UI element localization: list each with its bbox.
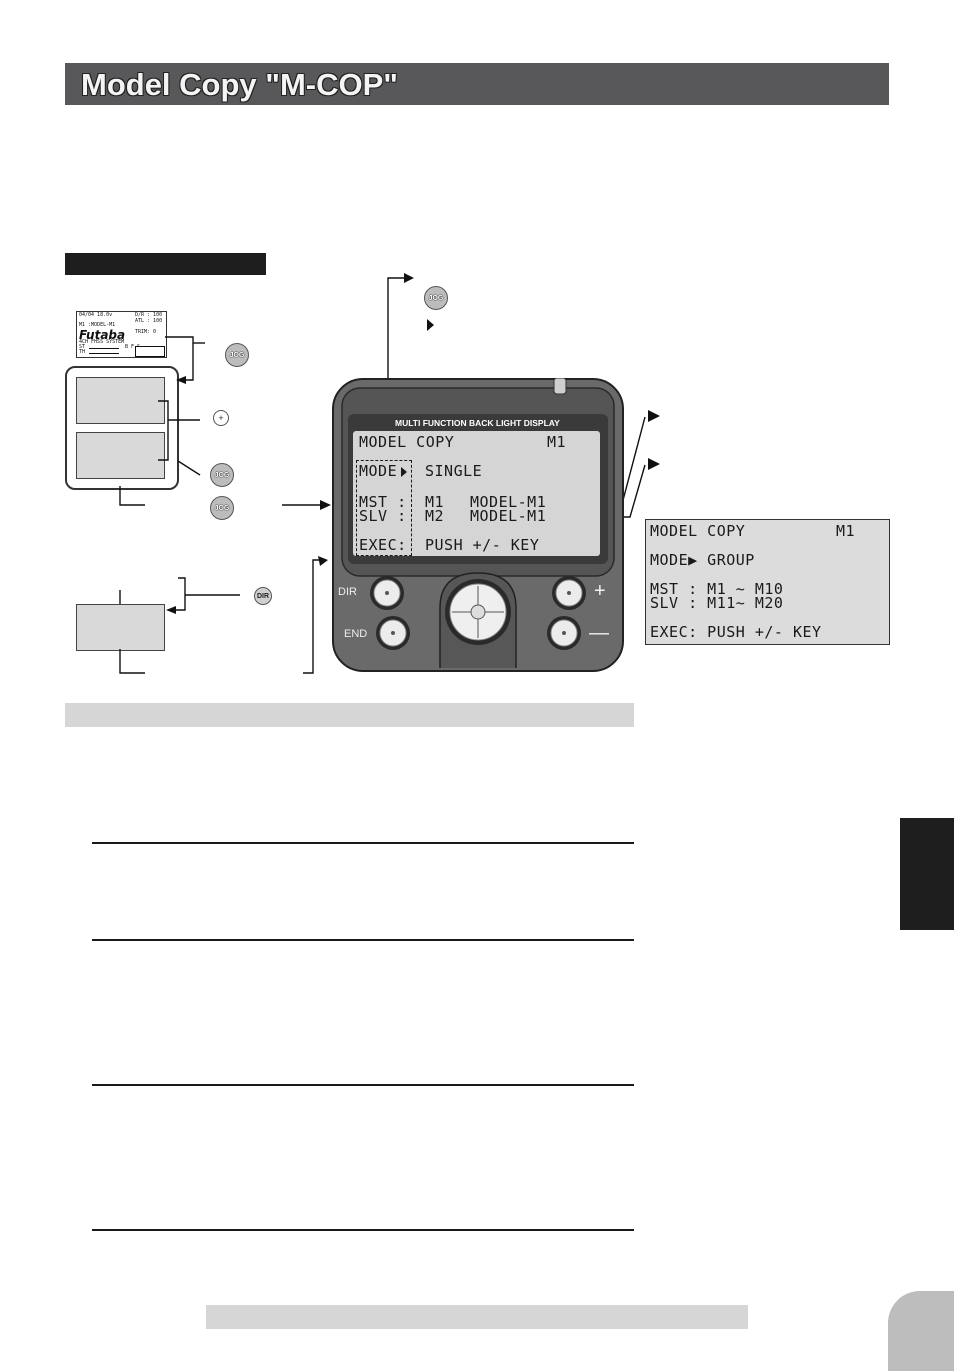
dir-button-label: DIR (338, 586, 357, 598)
group-lcd-slv: SLV : M11~ M20 (650, 594, 784, 612)
jog-button-icon: JOG (424, 286, 448, 310)
mini-line-atl: ATL : 100 (135, 318, 163, 324)
dir-button-icon: DIR (254, 587, 272, 605)
lcd-mst-name: MODEL-M1 (470, 493, 547, 511)
lcd-mst-model: M1 (425, 493, 445, 511)
mini-line-voltage: 04/04 18.0v (79, 312, 113, 318)
jog-button-icon: JOG (225, 343, 249, 367)
plus-key[interactable] (552, 576, 586, 610)
cursor-arrow-icon (427, 319, 434, 331)
divider-rule (92, 1229, 634, 1231)
lcd-mst-label[interactable]: MST : (359, 493, 407, 511)
minus-key-label: — (589, 622, 609, 644)
device-lcd: MODEL COPY M1 MODE SINGLE MST : M1 MODEL… (353, 431, 600, 556)
group-lcd-exec: EXEC: PUSH +/- KEY (650, 623, 822, 641)
mini-line-th: TH (79, 349, 86, 355)
group-lcd-mst: MST : M1 ~ M10 (650, 580, 784, 598)
divider-rule (92, 939, 634, 941)
end-key[interactable] (376, 616, 410, 650)
group-mode-lcd: MODEL COPY M1 MODE▶ GROUP MST : M1 ~ M10… (645, 519, 890, 645)
jog-button-icon: JOG (210, 463, 234, 487)
plus-key-label: + (594, 580, 606, 602)
device-controls (370, 576, 586, 650)
group-lcd-model: M1 (836, 522, 856, 540)
group-lcd-title: MODEL COPY (650, 522, 746, 540)
lcd-exec-value: PUSH +/- KEY (425, 536, 540, 554)
home-screen-thumbnail: 04/04 18.0v D/R : 100 ATL : 100 M1 :MODE… (76, 311, 167, 358)
mini-line-model: M1 :MODEL-M1 (79, 322, 116, 328)
screen-placeholder-3 (76, 604, 165, 651)
lcd-slv-label[interactable]: SLV : (359, 507, 407, 525)
futaba-logo: Futaba (79, 328, 126, 342)
mini-line-st: ST (79, 344, 86, 350)
mini-line-letters: B F S (125, 344, 141, 350)
title-bar: Model Copy "M-COP" (65, 63, 889, 105)
minus-key[interactable] (547, 616, 581, 650)
section-header-operation (65, 253, 266, 275)
mini-line-trim: TRIM: 0 (135, 329, 157, 335)
page-number-tab (888, 1291, 954, 1371)
divider-rule (92, 1084, 634, 1086)
dir-key[interactable] (370, 576, 404, 610)
lcd-mode-label[interactable]: MODE (359, 462, 398, 480)
jog-button-icon: JOG (210, 496, 234, 520)
footer-bar (206, 1305, 748, 1329)
lcd-slv-name: MODEL-M1 (470, 507, 547, 525)
screen-placeholder-1 (76, 377, 165, 424)
lcd-title: MODEL COPY (359, 433, 455, 451)
section-header-settings (65, 703, 634, 727)
mini-line-system: 4CH FHSS SYSTEM (79, 339, 125, 345)
lcd-mode-value: SINGLE (425, 462, 483, 480)
device-label-strip: MULTI FUNCTION BACK LIGHT DISPLAY (395, 418, 560, 428)
plus-button-icon: + (213, 410, 229, 426)
lcd-item-highlight (356, 460, 412, 556)
jog-dial[interactable] (445, 579, 511, 645)
screen-placeholder-2 (76, 432, 165, 479)
chapter-side-tab (900, 818, 954, 930)
end-button-label: END (344, 628, 368, 640)
group-lcd-mode: MODE▶ GROUP (650, 551, 755, 569)
lcd-exec-label[interactable]: EXEC: (359, 536, 407, 554)
divider-rule (92, 842, 634, 844)
lcd-model-number: M1 (547, 433, 567, 451)
page-title: Model Copy "M-COP" (81, 67, 398, 102)
lcd-cursor-icon (401, 467, 407, 477)
lcd-slv-model: M2 (425, 507, 445, 525)
mini-line-dr: D/R : 100 (135, 312, 163, 318)
